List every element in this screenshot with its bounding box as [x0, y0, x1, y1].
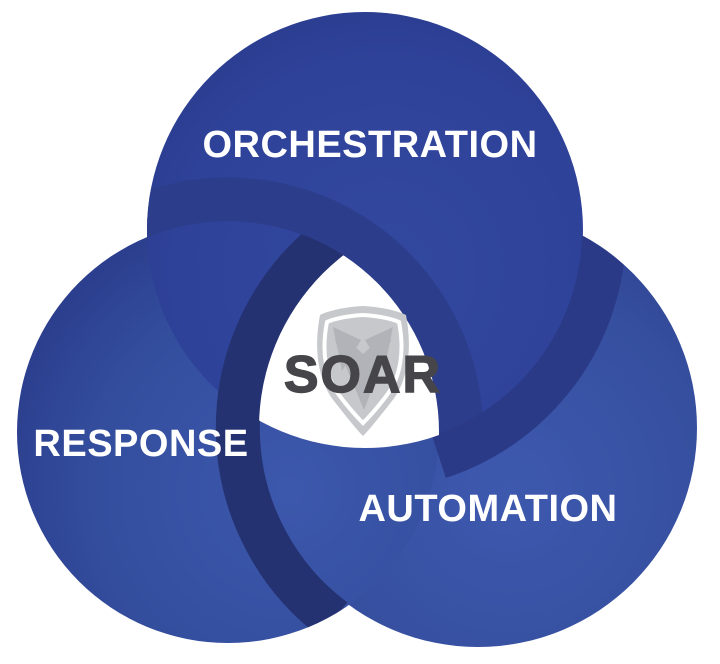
orchestration-label: ORCHESTRATION	[202, 124, 537, 166]
shield-icon	[317, 306, 409, 436]
overlap-shadow-top-right	[431, 236, 626, 478]
overlap-shadow-top-left	[147, 177, 484, 436]
automation-label: AUTOMATION	[358, 488, 617, 530]
response-label: RESPONSE	[33, 423, 248, 465]
overlap-shadow-bottom	[215, 221, 348, 638]
soar-label: SOAR	[284, 346, 442, 404]
